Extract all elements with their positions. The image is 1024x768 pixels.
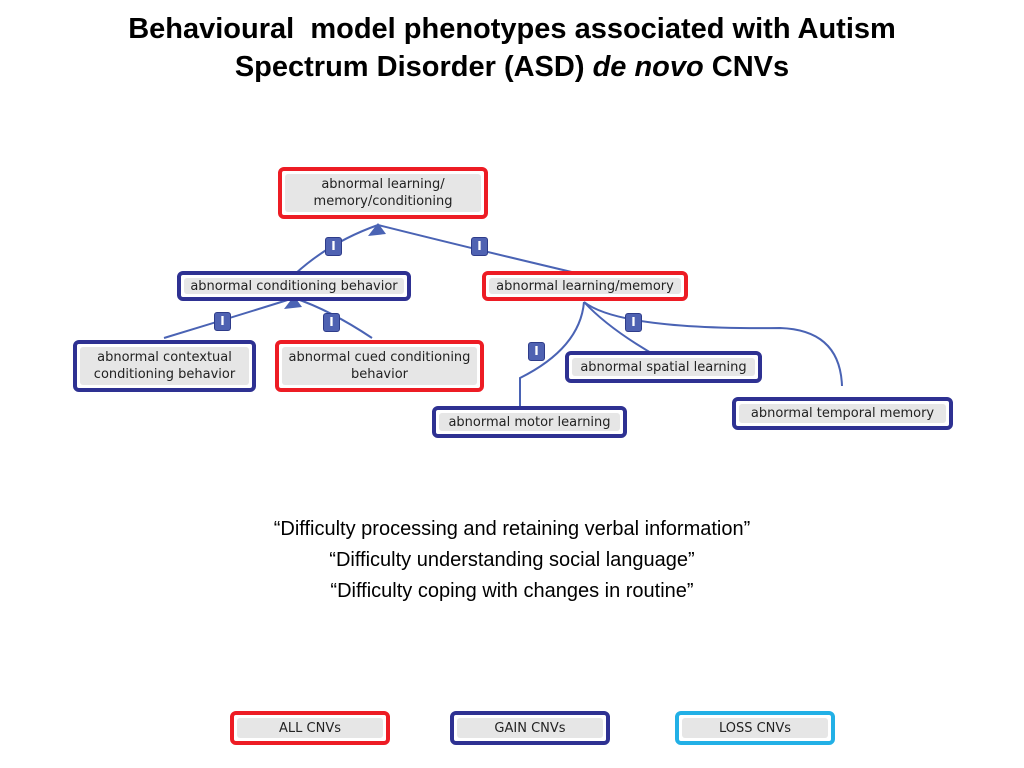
quote-2: “Difficulty understanding social languag…: [329, 549, 695, 571]
node-conditioning-behavior[interactable]: abnormal conditioning behavior: [177, 271, 411, 301]
legend-loss-cnvs-label: LOSS CNVs: [682, 718, 828, 738]
edge-motor-learning: [519, 301, 585, 414]
edge-temporal-learning: [583, 301, 843, 387]
page-title: Behavioural model phenotypes associated …: [0, 10, 1024, 86]
node-cued-conditioning[interactable]: abnormal cued conditioning behavior: [275, 340, 484, 392]
node-root-label: abnormal learning/ memory/conditioning: [285, 174, 481, 212]
legend-all-cnvs: ALL CNVs: [230, 711, 390, 745]
node-contextual-conditioning-label: abnormal contextual conditioning behavio…: [80, 347, 249, 385]
node-learning-memory[interactable]: abnormal learning/memory: [482, 271, 688, 301]
title-line-2: Spectrum Disorder (ASD) de novo CNVs: [0, 48, 1024, 86]
legend-gain-cnvs: GAIN CNVs: [450, 711, 610, 745]
node-contextual-conditioning[interactable]: abnormal contextual conditioning behavio…: [73, 340, 256, 392]
node-root[interactable]: abnormal learning/ memory/conditioning: [278, 167, 488, 219]
title-suffix: CNVs: [703, 51, 790, 83]
node-temporal-memory-label: abnormal temporal memory: [739, 404, 946, 423]
node-conditioning-behavior-label: abnormal conditioning behavior: [184, 278, 404, 294]
node-cued-conditioning-label: abnormal cued conditioning behavior: [282, 347, 477, 385]
legend-all-cnvs-label: ALL CNVs: [237, 718, 383, 738]
inheritance-badge[interactable]: I: [625, 313, 642, 332]
quote-1: “Difficulty processing and retaining ver…: [273, 518, 751, 540]
node-spatial-learning-label: abnormal spatial learning: [572, 358, 755, 376]
inheritance-badge[interactable]: I: [471, 237, 488, 256]
arrowhead-root: [368, 223, 386, 236]
arrowhead-conditioning: [284, 296, 302, 309]
node-learning-memory-label: abnormal learning/memory: [489, 278, 681, 294]
node-motor-learning[interactable]: abnormal motor learning: [432, 406, 627, 438]
inheritance-badge[interactable]: I: [528, 342, 545, 361]
legend-gain-cnvs-label: GAIN CNVs: [457, 718, 603, 738]
inheritance-badge[interactable]: I: [323, 313, 340, 332]
node-spatial-learning[interactable]: abnormal spatial learning: [565, 351, 762, 383]
node-temporal-memory[interactable]: abnormal temporal memory: [732, 397, 953, 430]
legend-loss-cnvs: LOSS CNVs: [675, 711, 835, 745]
quotes-block: “Difficulty processing and retaining ver…: [0, 514, 1024, 607]
title-italic: de novo: [592, 51, 704, 83]
inheritance-badge[interactable]: I: [325, 237, 342, 256]
node-motor-learning-label: abnormal motor learning: [439, 413, 620, 431]
quote-3: “Difficulty coping with changes in routi…: [330, 580, 694, 602]
edge-spatial-learning: [583, 301, 661, 359]
inheritance-badge[interactable]: I: [214, 312, 231, 331]
title-prefix: Spectrum Disorder (ASD): [234, 51, 593, 83]
title-line-1: Behavioural model phenotypes associated …: [128, 13, 896, 45]
